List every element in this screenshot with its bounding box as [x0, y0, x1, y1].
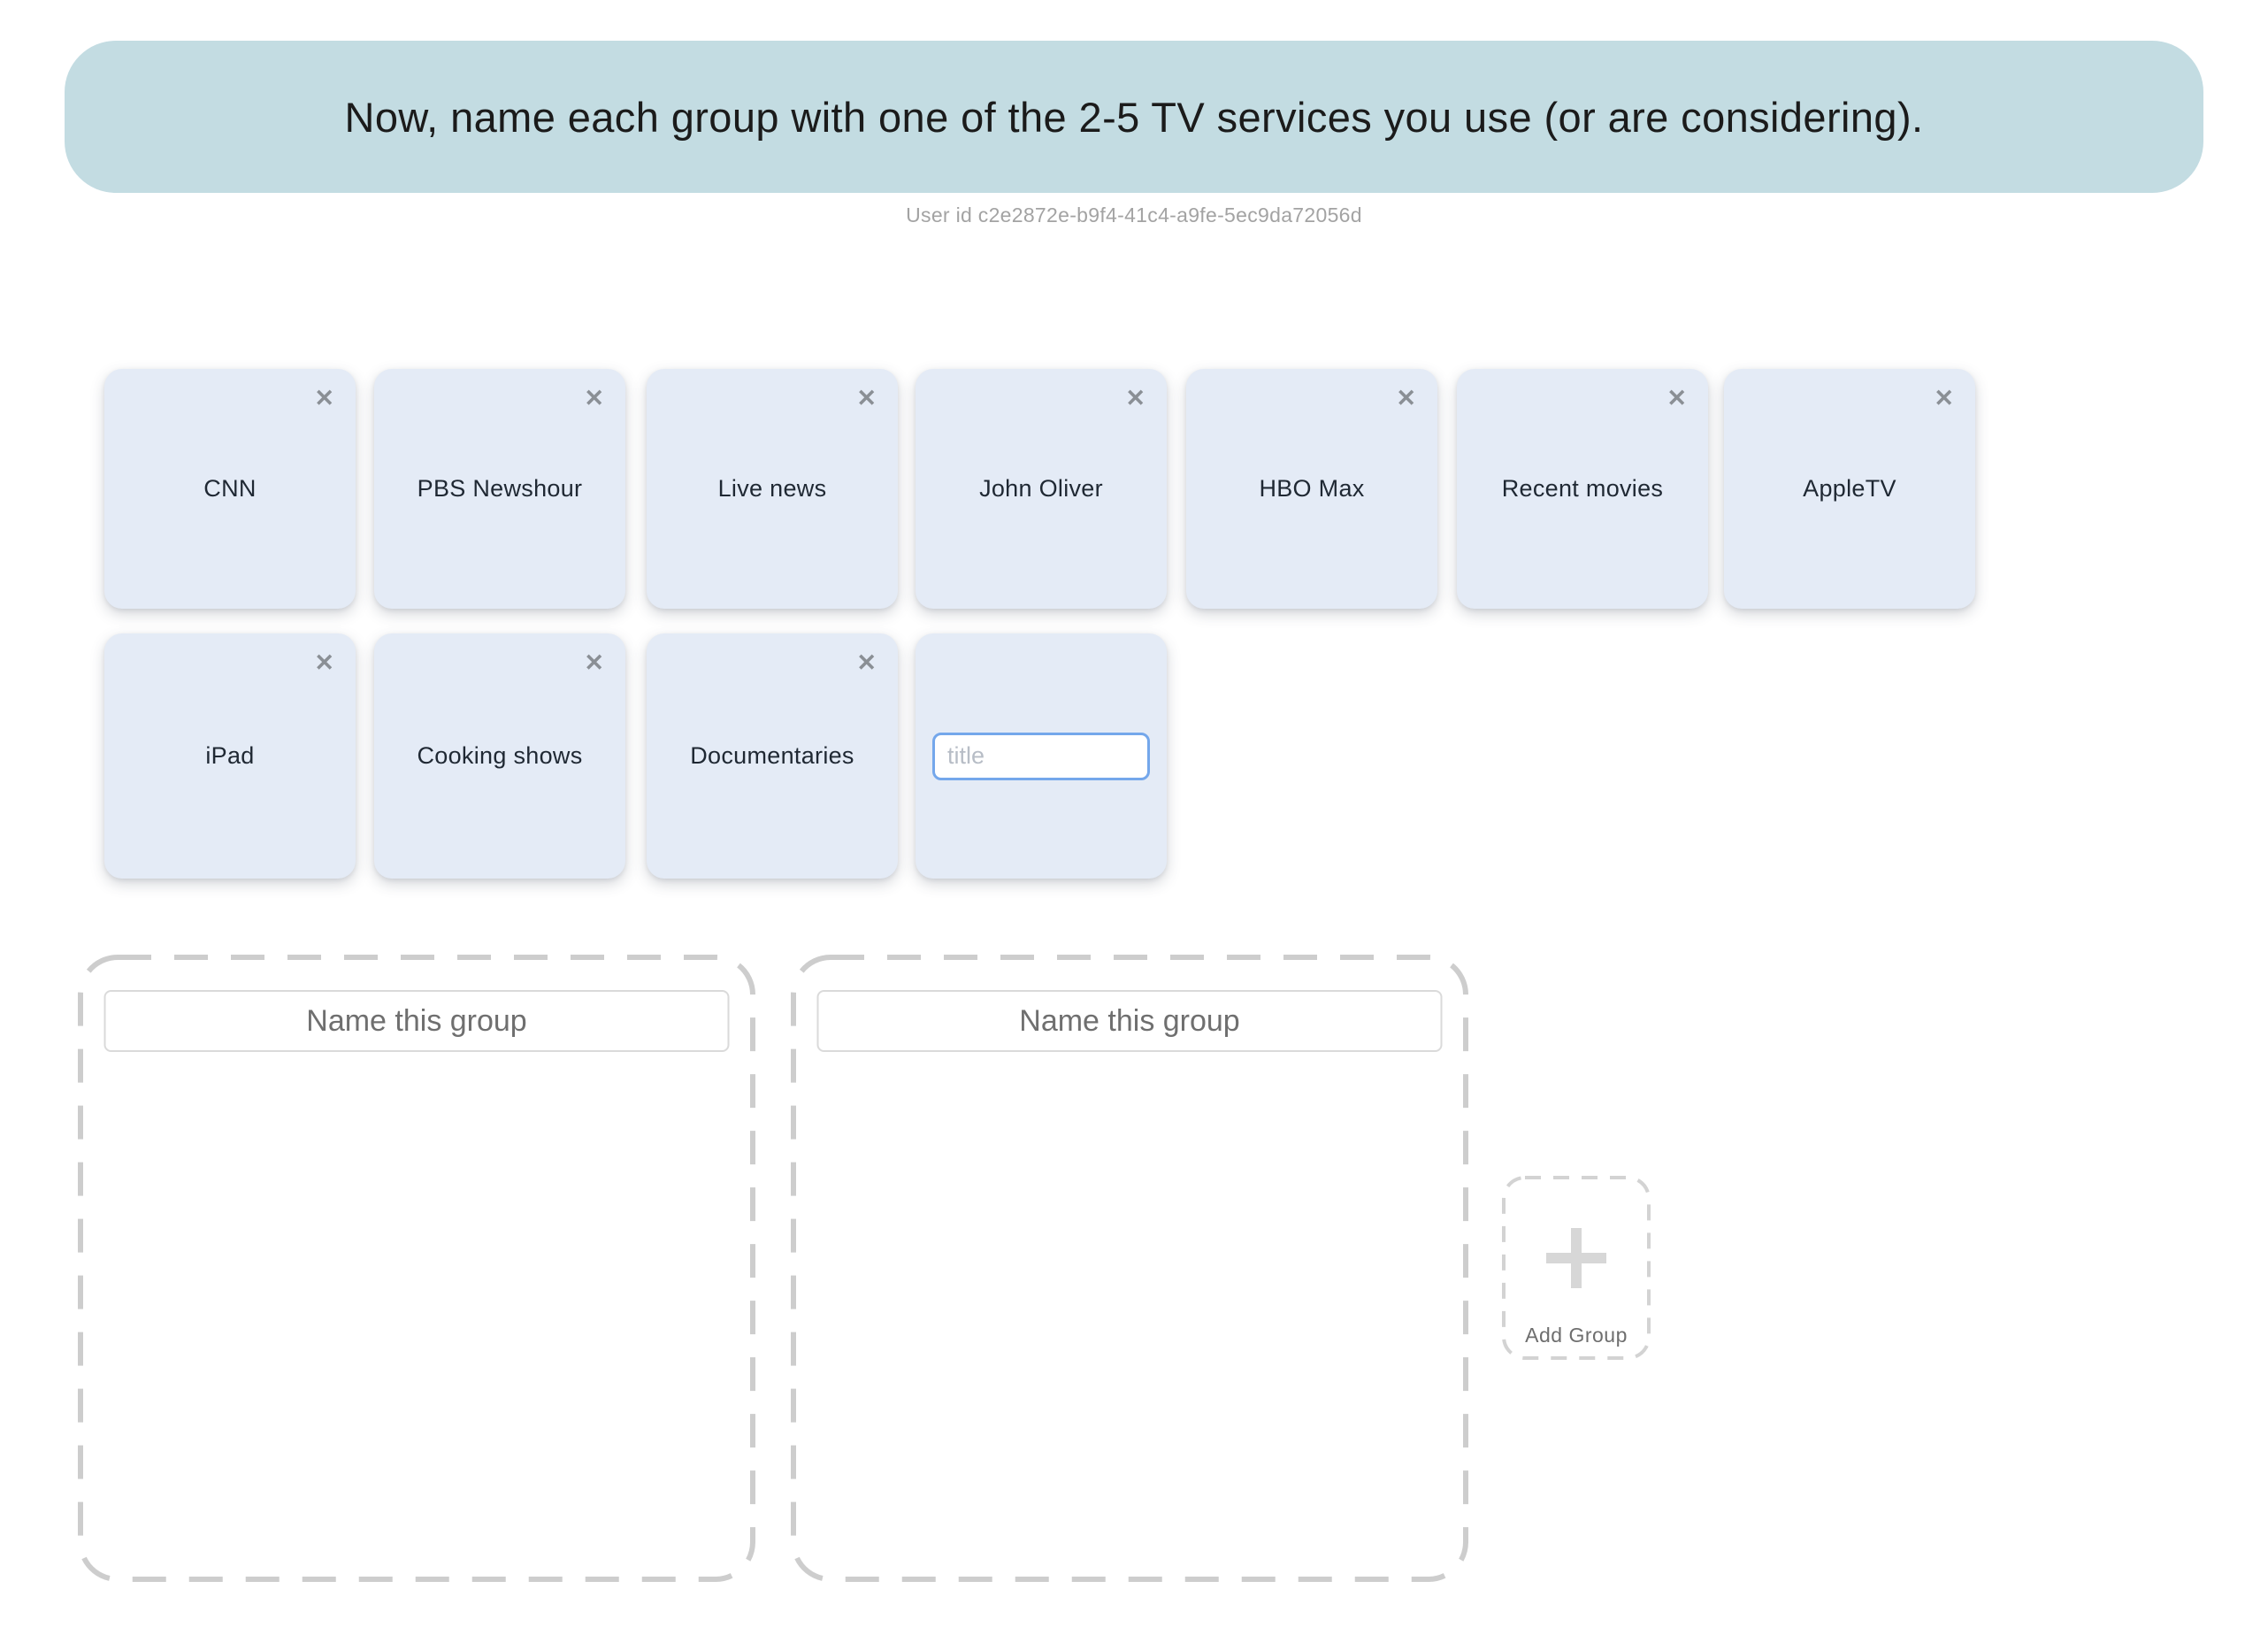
card-new[interactable]	[916, 633, 1167, 879]
instruction-banner: Now, name each group with one of the 2-5…	[65, 41, 2203, 193]
card-cnn[interactable]: ✕ CNN	[104, 369, 356, 609]
card-label: Cooking shows	[417, 742, 583, 769]
card-label: John Oliver	[979, 475, 1103, 502]
card-label: Documentaries	[690, 742, 854, 769]
close-icon[interactable]: ✕	[1667, 385, 1687, 411]
close-icon[interactable]: ✕	[584, 649, 604, 676]
close-icon[interactable]: ✕	[856, 649, 877, 676]
card-label: Live news	[717, 475, 827, 502]
group-name-input-2[interactable]	[816, 990, 1443, 1052]
close-icon[interactable]: ✕	[314, 385, 334, 411]
close-icon[interactable]: ✕	[856, 385, 877, 411]
card-documentaries[interactable]: ✕ Documentaries	[647, 633, 898, 879]
page-title: Now, name each group with one of the 2-5…	[344, 93, 1924, 141]
card-hbo-max[interactable]: ✕ HBO Max	[1186, 369, 1437, 609]
card-john-oliver[interactable]: ✕ John Oliver	[916, 369, 1167, 609]
card-pbs-newshour[interactable]: ✕ PBS Newshour	[374, 369, 625, 609]
group-dropzone-1[interactable]	[77, 954, 756, 1583]
card-appletv[interactable]: ✕ AppleTV	[1724, 369, 1975, 609]
close-icon[interactable]: ✕	[1396, 385, 1416, 411]
group-dropzone-2[interactable]	[790, 954, 1469, 1583]
card-label: PBS Newshour	[417, 475, 583, 502]
card-label: iPad	[205, 742, 255, 769]
add-group-button[interactable]: Add Group	[1501, 1175, 1651, 1361]
close-icon[interactable]: ✕	[1934, 385, 1954, 411]
card-label: HBO Max	[1259, 475, 1365, 502]
card-live-news[interactable]: ✕ Live news	[647, 369, 898, 609]
card-ipad[interactable]: ✕ iPad	[104, 633, 356, 879]
close-icon[interactable]: ✕	[1125, 385, 1145, 411]
new-card-title-input[interactable]	[932, 732, 1150, 780]
card-label: AppleTV	[1803, 475, 1896, 502]
group-name-input-1[interactable]	[103, 990, 730, 1052]
card-cooking-shows[interactable]: ✕ Cooking shows	[374, 633, 625, 879]
add-group-label: Add Group	[1525, 1324, 1628, 1347]
card-label: Recent movies	[1501, 475, 1664, 502]
plus-icon	[1546, 1228, 1606, 1288]
card-recent-movies[interactable]: ✕ Recent movies	[1457, 369, 1708, 609]
card-label: CNN	[203, 475, 257, 502]
close-icon[interactable]: ✕	[314, 649, 334, 676]
close-icon[interactable]: ✕	[584, 385, 604, 411]
user-id-text: User id c2e2872e-b9f4-41c4-a9fe-5ec9da72…	[906, 203, 1362, 226]
